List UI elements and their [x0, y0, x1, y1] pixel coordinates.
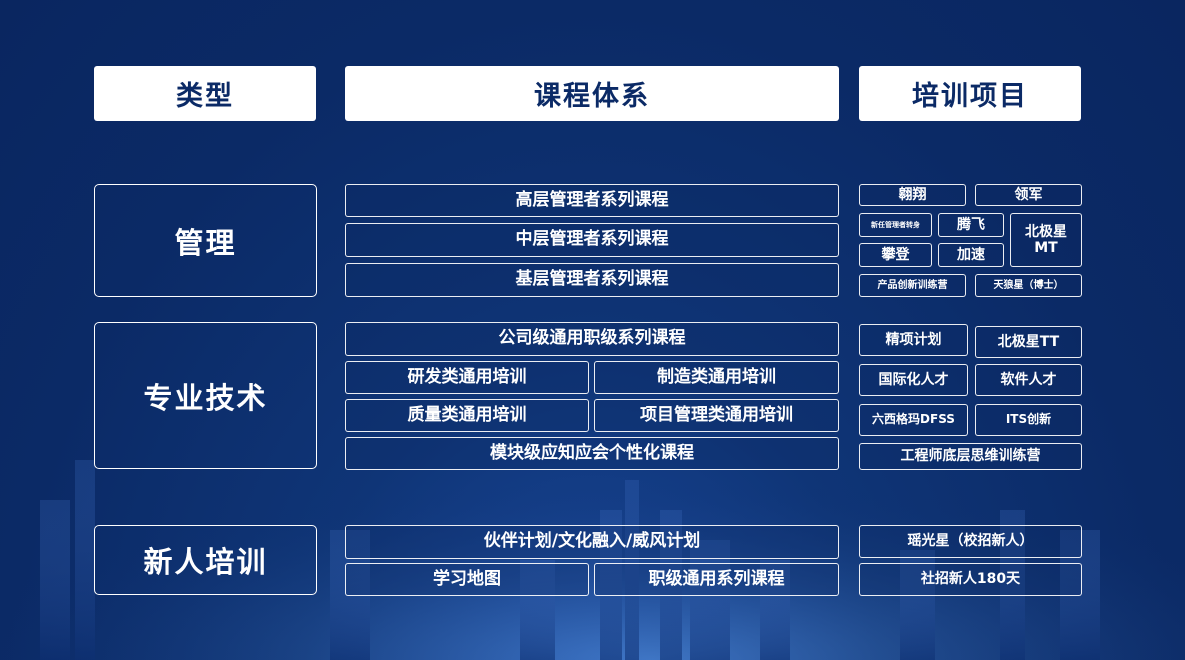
category-professional: 专业技术: [94, 322, 317, 469]
project-polaris-tt: 北极星TT: [975, 326, 1082, 358]
category-management: 管理: [94, 184, 317, 297]
course-company-general: 公司级通用职级系列课程: [345, 322, 839, 356]
course-junior-management: 基层管理者系列课程: [345, 263, 839, 297]
project-international-talent: 国际化人才: [859, 364, 968, 396]
header-course-system: 课程体系: [345, 66, 839, 121]
project-jingxiang-plan: 精项计划: [859, 324, 968, 356]
project-polaris-mt-line1: 北极星: [1025, 223, 1067, 240]
project-engineer-thinking-camp: 工程师底层思维训练营: [859, 443, 1082, 470]
course-learning-map: 学习地图: [345, 563, 589, 596]
category-newcomer: 新人培训: [94, 525, 317, 595]
course-grade-general: 职级通用系列课程: [594, 563, 839, 596]
project-yaoguang-campus: 瑶光星（校招新人）: [859, 525, 1082, 558]
project-new-manager-transition: 新任管理者转身: [859, 213, 932, 237]
project-six-sigma-dfss: 六西格玛DFSS: [859, 404, 968, 436]
project-software-talent: 软件人才: [975, 364, 1082, 396]
project-sirius-phd: 天狼星（博士）: [975, 274, 1082, 297]
project-tengfei: 腾飞: [938, 213, 1004, 237]
course-quality-general: 质量类通用培训: [345, 399, 589, 432]
course-manufacturing-general: 制造类通用培训: [594, 361, 839, 394]
project-aoxiang: 翱翔: [859, 184, 966, 206]
project-accelerate: 加速: [938, 243, 1004, 267]
project-social-hire-180: 社招新人180天: [859, 563, 1082, 596]
course-partner-culture-plan: 伙伴计划/文化融入/威风计划: [345, 525, 839, 559]
course-project-management-general: 项目管理类通用培训: [594, 399, 839, 432]
project-polaris-mt: 北极星 MT: [1010, 213, 1082, 267]
course-rnd-general: 研发类通用培训: [345, 361, 589, 394]
header-type: 类型: [94, 66, 316, 121]
course-module-personalized: 模块级应知应会个性化课程: [345, 437, 839, 470]
project-polaris-mt-line2: MT: [1034, 240, 1058, 256]
project-product-innovation-camp: 产品创新训练营: [859, 274, 966, 297]
header-training-projects: 培训项目: [859, 66, 1081, 121]
project-its-innovation: ITS创新: [975, 404, 1082, 436]
project-lingjun: 领军: [975, 184, 1082, 206]
course-middle-management: 中层管理者系列课程: [345, 223, 839, 257]
course-senior-management: 高层管理者系列课程: [345, 184, 839, 217]
project-climb: 攀登: [859, 243, 932, 267]
